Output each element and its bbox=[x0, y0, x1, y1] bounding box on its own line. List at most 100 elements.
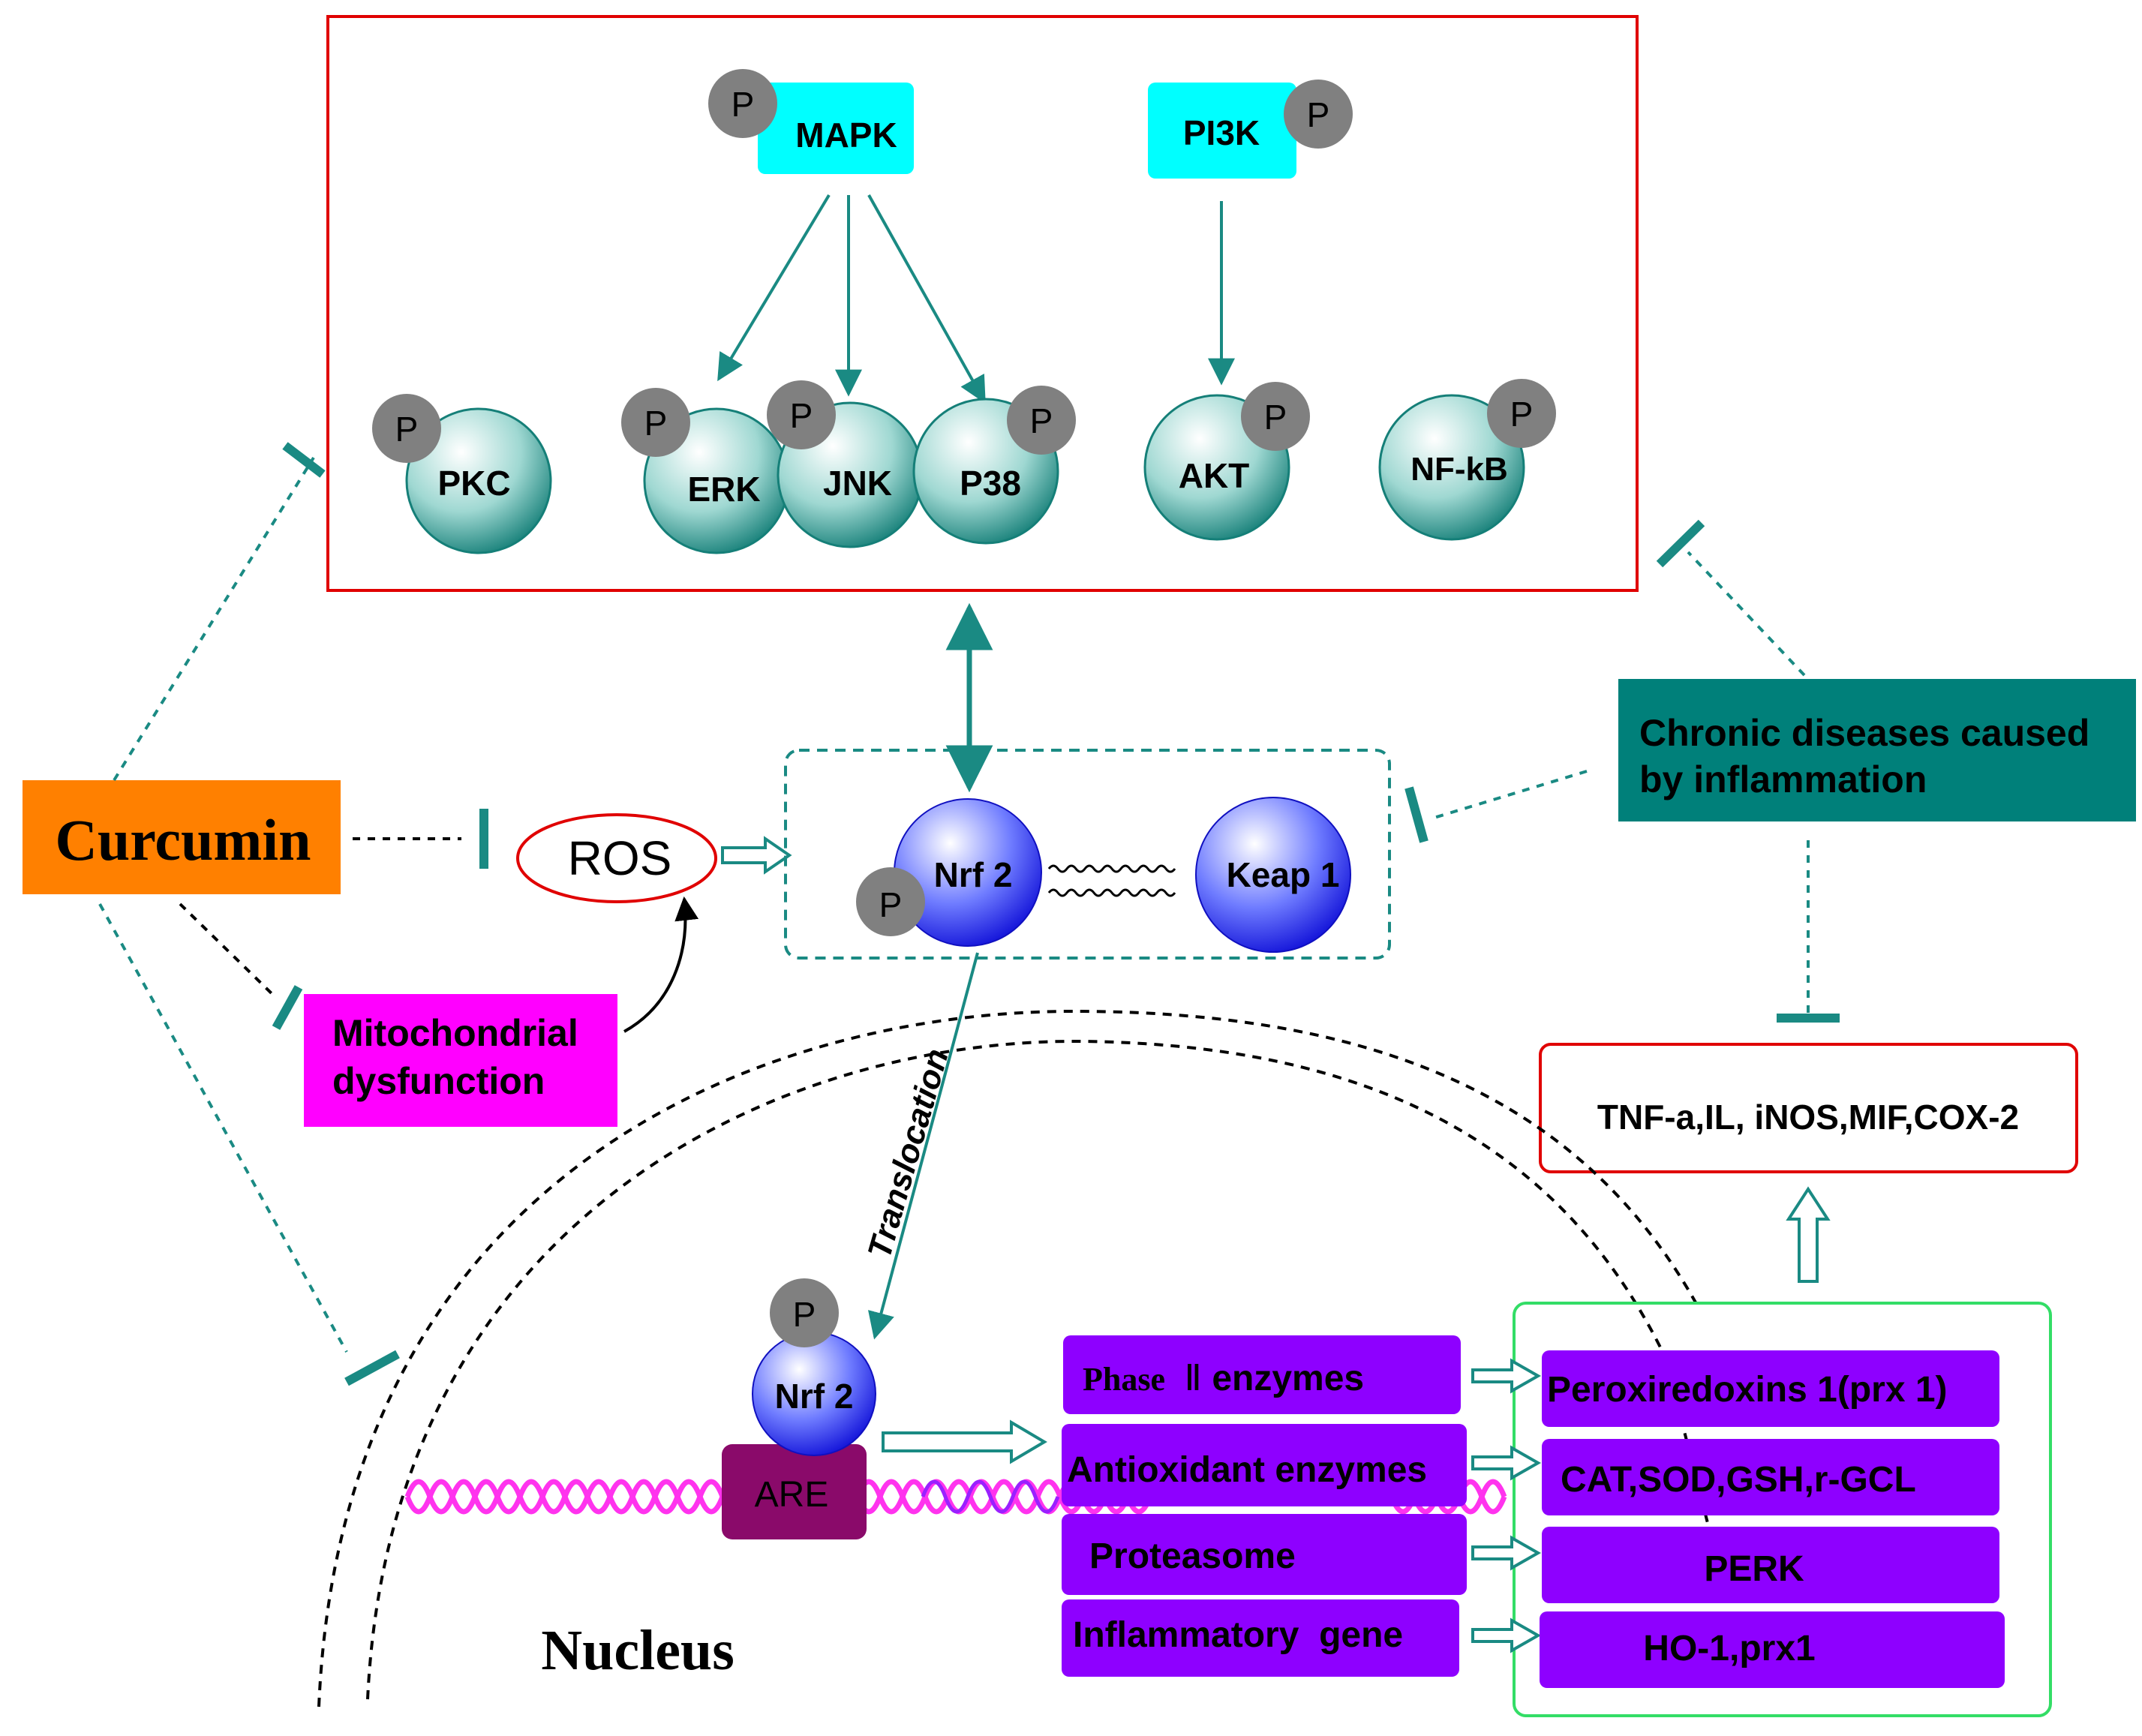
binding-wave bbox=[1047, 864, 1176, 873]
gene-box-antioxidant bbox=[1062, 1424, 1467, 1506]
pi3k-label: PI3K bbox=[1183, 113, 1260, 152]
keap1-label: Keap 1 bbox=[1227, 855, 1340, 894]
cytokines-label: TNF-a,IL, iNOS,MIF,COX-2 bbox=[1597, 1098, 2019, 1137]
gene-box-inflammatory bbox=[1062, 1599, 1459, 1677]
erk-node: ERK P bbox=[621, 388, 790, 554]
inhibit-bar bbox=[344, 1350, 400, 1386]
phospho-icon bbox=[770, 1278, 839, 1347]
nrf2-label: Nrf 2 bbox=[934, 855, 1013, 894]
product-box-perk bbox=[1542, 1527, 1999, 1603]
nfkb-sphere bbox=[1378, 394, 1525, 541]
mito-to-ros-arrow bbox=[623, 896, 699, 1033]
curcumin-label: Curcumin bbox=[56, 807, 311, 873]
nuclear-nrf2-label: Nrf 2 bbox=[775, 1377, 854, 1416]
phospho-icon bbox=[856, 867, 925, 936]
nuclear-nrf2-node: Nrf 2 P bbox=[752, 1278, 876, 1456]
gene-to-product-arrow bbox=[1471, 1535, 1542, 1571]
kinase-panel bbox=[326, 15, 1639, 592]
jnk-node: JNK P bbox=[767, 380, 924, 548]
product-box-ho1 bbox=[1540, 1611, 2005, 1688]
gene-label-phase2: Phase Ⅱ enzymes bbox=[1083, 1359, 1364, 1398]
nfkb-node: NF-kB P bbox=[1378, 379, 1556, 541]
phospho-label: P bbox=[879, 885, 903, 924]
pi3k-box bbox=[1148, 83, 1296, 179]
are-to-genes-arrow bbox=[882, 1419, 1047, 1464]
ros-label: ROS bbox=[568, 831, 672, 885]
phospho-icon bbox=[1487, 379, 1556, 448]
mapk-node: MAPK P bbox=[708, 69, 914, 174]
kinase-arrows bbox=[717, 194, 1235, 404]
phospho-label: P bbox=[644, 404, 668, 443]
nuclear-membrane-outer bbox=[317, 1009, 1701, 1707]
curcumin-box bbox=[23, 780, 341, 894]
binding-wave bbox=[1047, 888, 1176, 897]
nuclear-membrane bbox=[317, 1009, 1720, 1707]
gene-to-product-arrows bbox=[1471, 1358, 1542, 1653]
p38-label: P38 bbox=[960, 464, 1021, 503]
phospho-label: P bbox=[1030, 401, 1053, 440]
chronic-box bbox=[1618, 679, 2136, 821]
nuclear-membrane-inner bbox=[366, 1039, 1720, 1700]
phospho-label: P bbox=[1307, 95, 1330, 134]
translocation-arrow bbox=[867, 952, 979, 1340]
phospho-label: P bbox=[1264, 398, 1287, 437]
chronic-to-complex-line bbox=[1429, 770, 1588, 821]
are-node: ARE bbox=[722, 1444, 867, 1539]
phospho-icon bbox=[372, 394, 441, 463]
phospho-label: P bbox=[732, 85, 755, 124]
pkc-sphere bbox=[405, 407, 552, 554]
pi3k-node: PI3K P bbox=[1148, 80, 1353, 179]
chronic-label-line2: by inflammation bbox=[1639, 758, 1927, 800]
nrf2-keap1-binding bbox=[1047, 864, 1176, 897]
phospho-label: P bbox=[1510, 395, 1534, 434]
mapk-label: MAPK bbox=[795, 116, 897, 155]
chronic-to-panel-line bbox=[1687, 551, 1806, 677]
akt-node: AKT P bbox=[1143, 382, 1310, 541]
inhibit-bar bbox=[272, 985, 303, 1030]
product-label-perk: PERK bbox=[1704, 1549, 1804, 1589]
mapk-to-erk-arrow bbox=[717, 194, 831, 382]
phase2-suffix: enzymes bbox=[1212, 1359, 1364, 1398]
products-panel bbox=[1513, 1302, 2052, 1717]
mapk-box bbox=[758, 83, 914, 174]
curcumin-to-mito-line bbox=[179, 903, 278, 999]
phospho-icon bbox=[767, 380, 836, 449]
curcumin-node: Curcumin bbox=[23, 780, 341, 894]
pkc-label: PKC bbox=[437, 464, 510, 503]
gene-label-inflammatory: Inflammatory gene bbox=[1073, 1615, 1403, 1655]
inhibit-bar bbox=[282, 442, 326, 478]
phospho-label: P bbox=[395, 410, 419, 449]
dna-strand-accent bbox=[921, 1479, 1060, 1514]
inhibit-bar bbox=[1656, 519, 1705, 568]
chronic-node: Chronic diseases caused by inflammation bbox=[1618, 679, 2136, 821]
cytokines-box bbox=[1539, 1043, 2078, 1173]
mito-box bbox=[304, 994, 617, 1127]
phospho-icon bbox=[1241, 382, 1310, 451]
ros-to-nrf2-arrow bbox=[721, 836, 792, 875]
nrf2-keap1-complex-box bbox=[784, 749, 1391, 960]
gene-box-proteasome bbox=[1062, 1514, 1467, 1595]
gene-box-phase2 bbox=[1063, 1335, 1461, 1414]
phospho-icon bbox=[1007, 386, 1076, 455]
phase2-roman: Ⅱ bbox=[1184, 1359, 1202, 1398]
gene-to-product-arrow bbox=[1471, 1617, 1542, 1653]
nucleus-label: Nucleus bbox=[541, 1619, 735, 1682]
phospho-icon bbox=[621, 388, 690, 457]
jnk-label: JNK bbox=[823, 464, 892, 503]
phospho-icon bbox=[1284, 80, 1353, 149]
product-boxes: Peroxiredoxins 1(prx 1) CAT,SOD,GSH,r-GC… bbox=[1540, 1350, 2005, 1688]
curcumin-to-nucleus-line bbox=[98, 903, 348, 1353]
keap1-node: Keap 1 bbox=[1195, 797, 1351, 953]
pkc-node: PKC P bbox=[372, 394, 552, 554]
gene-to-product-arrow bbox=[1471, 1358, 1542, 1394]
akt-label: AKT bbox=[1179, 456, 1250, 495]
cytokines-node: TNF-a,IL, iNOS,MIF,COX-2 bbox=[1539, 1043, 2078, 1173]
chronic-label-line1: Chronic diseases caused bbox=[1639, 712, 2089, 754]
mito-label-line1: Mitochondrial bbox=[332, 1012, 578, 1054]
chronic-inhibitions bbox=[1404, 519, 1840, 1023]
gene-label-antioxidant: Antioxidant enzymes bbox=[1067, 1450, 1427, 1490]
product-label-ho1: HO-1,prx1 bbox=[1643, 1629, 1815, 1668]
phospho-icon bbox=[708, 69, 777, 138]
are-label: ARE bbox=[755, 1475, 829, 1515]
